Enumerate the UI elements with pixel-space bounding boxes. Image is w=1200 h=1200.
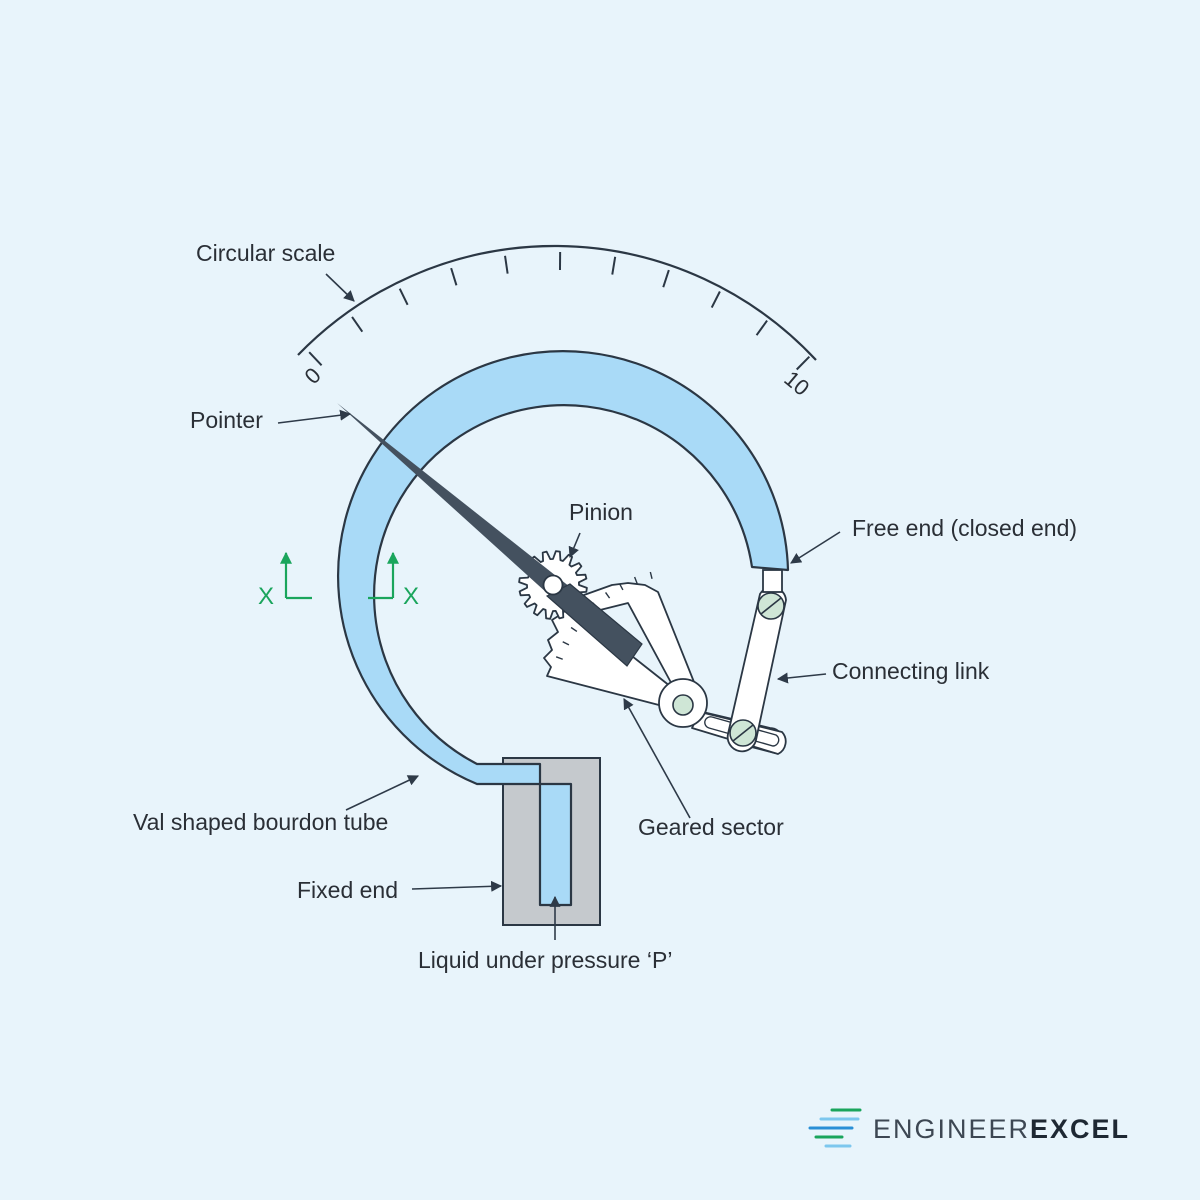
sector-tooth xyxy=(633,576,638,584)
scale-tick xyxy=(308,351,323,366)
section-label-left: X xyxy=(258,583,274,610)
scale-tick xyxy=(504,255,509,274)
sector-tooth xyxy=(604,592,611,599)
section-label-right: X xyxy=(403,583,419,610)
scale-tick xyxy=(755,320,768,336)
section-marker-left: X xyxy=(258,551,312,610)
pointer-needle xyxy=(337,403,570,603)
scale-tick xyxy=(450,267,458,286)
sector-tooth xyxy=(649,571,653,579)
label-circular-scale: Circular scale xyxy=(196,240,335,266)
sector-tooth xyxy=(562,641,570,646)
scale-tick xyxy=(398,288,409,306)
label-pinion: Pinion xyxy=(569,499,633,525)
bourdon-tube xyxy=(337,350,790,907)
leader-lines xyxy=(277,273,841,940)
pivot-screw xyxy=(672,694,694,716)
label-connecting-link: Connecting link xyxy=(832,658,990,684)
label-free-end: Free end (closed end) xyxy=(852,515,1077,541)
sector-tooth xyxy=(619,583,624,591)
scale-min-label: 0 xyxy=(300,363,326,389)
label-pointer: Pointer xyxy=(190,407,263,433)
logo-wordmark: ENGINEEREXCEL xyxy=(873,1114,1130,1144)
scale-max-label: 10 xyxy=(779,366,814,401)
scale-tick xyxy=(351,316,364,333)
scale-tick xyxy=(795,355,811,371)
logo-word-excel: EXCEL xyxy=(1030,1114,1130,1144)
section-marker-right: X xyxy=(368,551,419,610)
sector-tooth xyxy=(555,656,563,660)
scale-tick xyxy=(611,256,617,275)
logo-word-engineer: ENGINEER xyxy=(873,1114,1030,1144)
link-top-screw xyxy=(757,592,785,620)
scale-ticks xyxy=(308,252,811,371)
label-geared-sector: Geared sector xyxy=(638,814,784,840)
link-bottom-screw xyxy=(729,719,757,747)
label-liquid: Liquid under pressure ‘P’ xyxy=(418,947,672,973)
logo-mark-icon xyxy=(808,1108,862,1148)
scale-tick xyxy=(710,291,721,308)
label-bourdon-tube: Val shaped bourdon tube xyxy=(133,809,388,835)
free-end-tip xyxy=(762,569,783,593)
label-fixed-end: Fixed end xyxy=(297,877,398,903)
sector-tooth xyxy=(570,626,578,633)
scale-tick xyxy=(662,269,670,288)
link-mechanism xyxy=(658,569,787,755)
pointer-hub xyxy=(542,574,564,596)
engineerexcel-logo: ENGINEEREXCEL xyxy=(808,1108,1130,1148)
